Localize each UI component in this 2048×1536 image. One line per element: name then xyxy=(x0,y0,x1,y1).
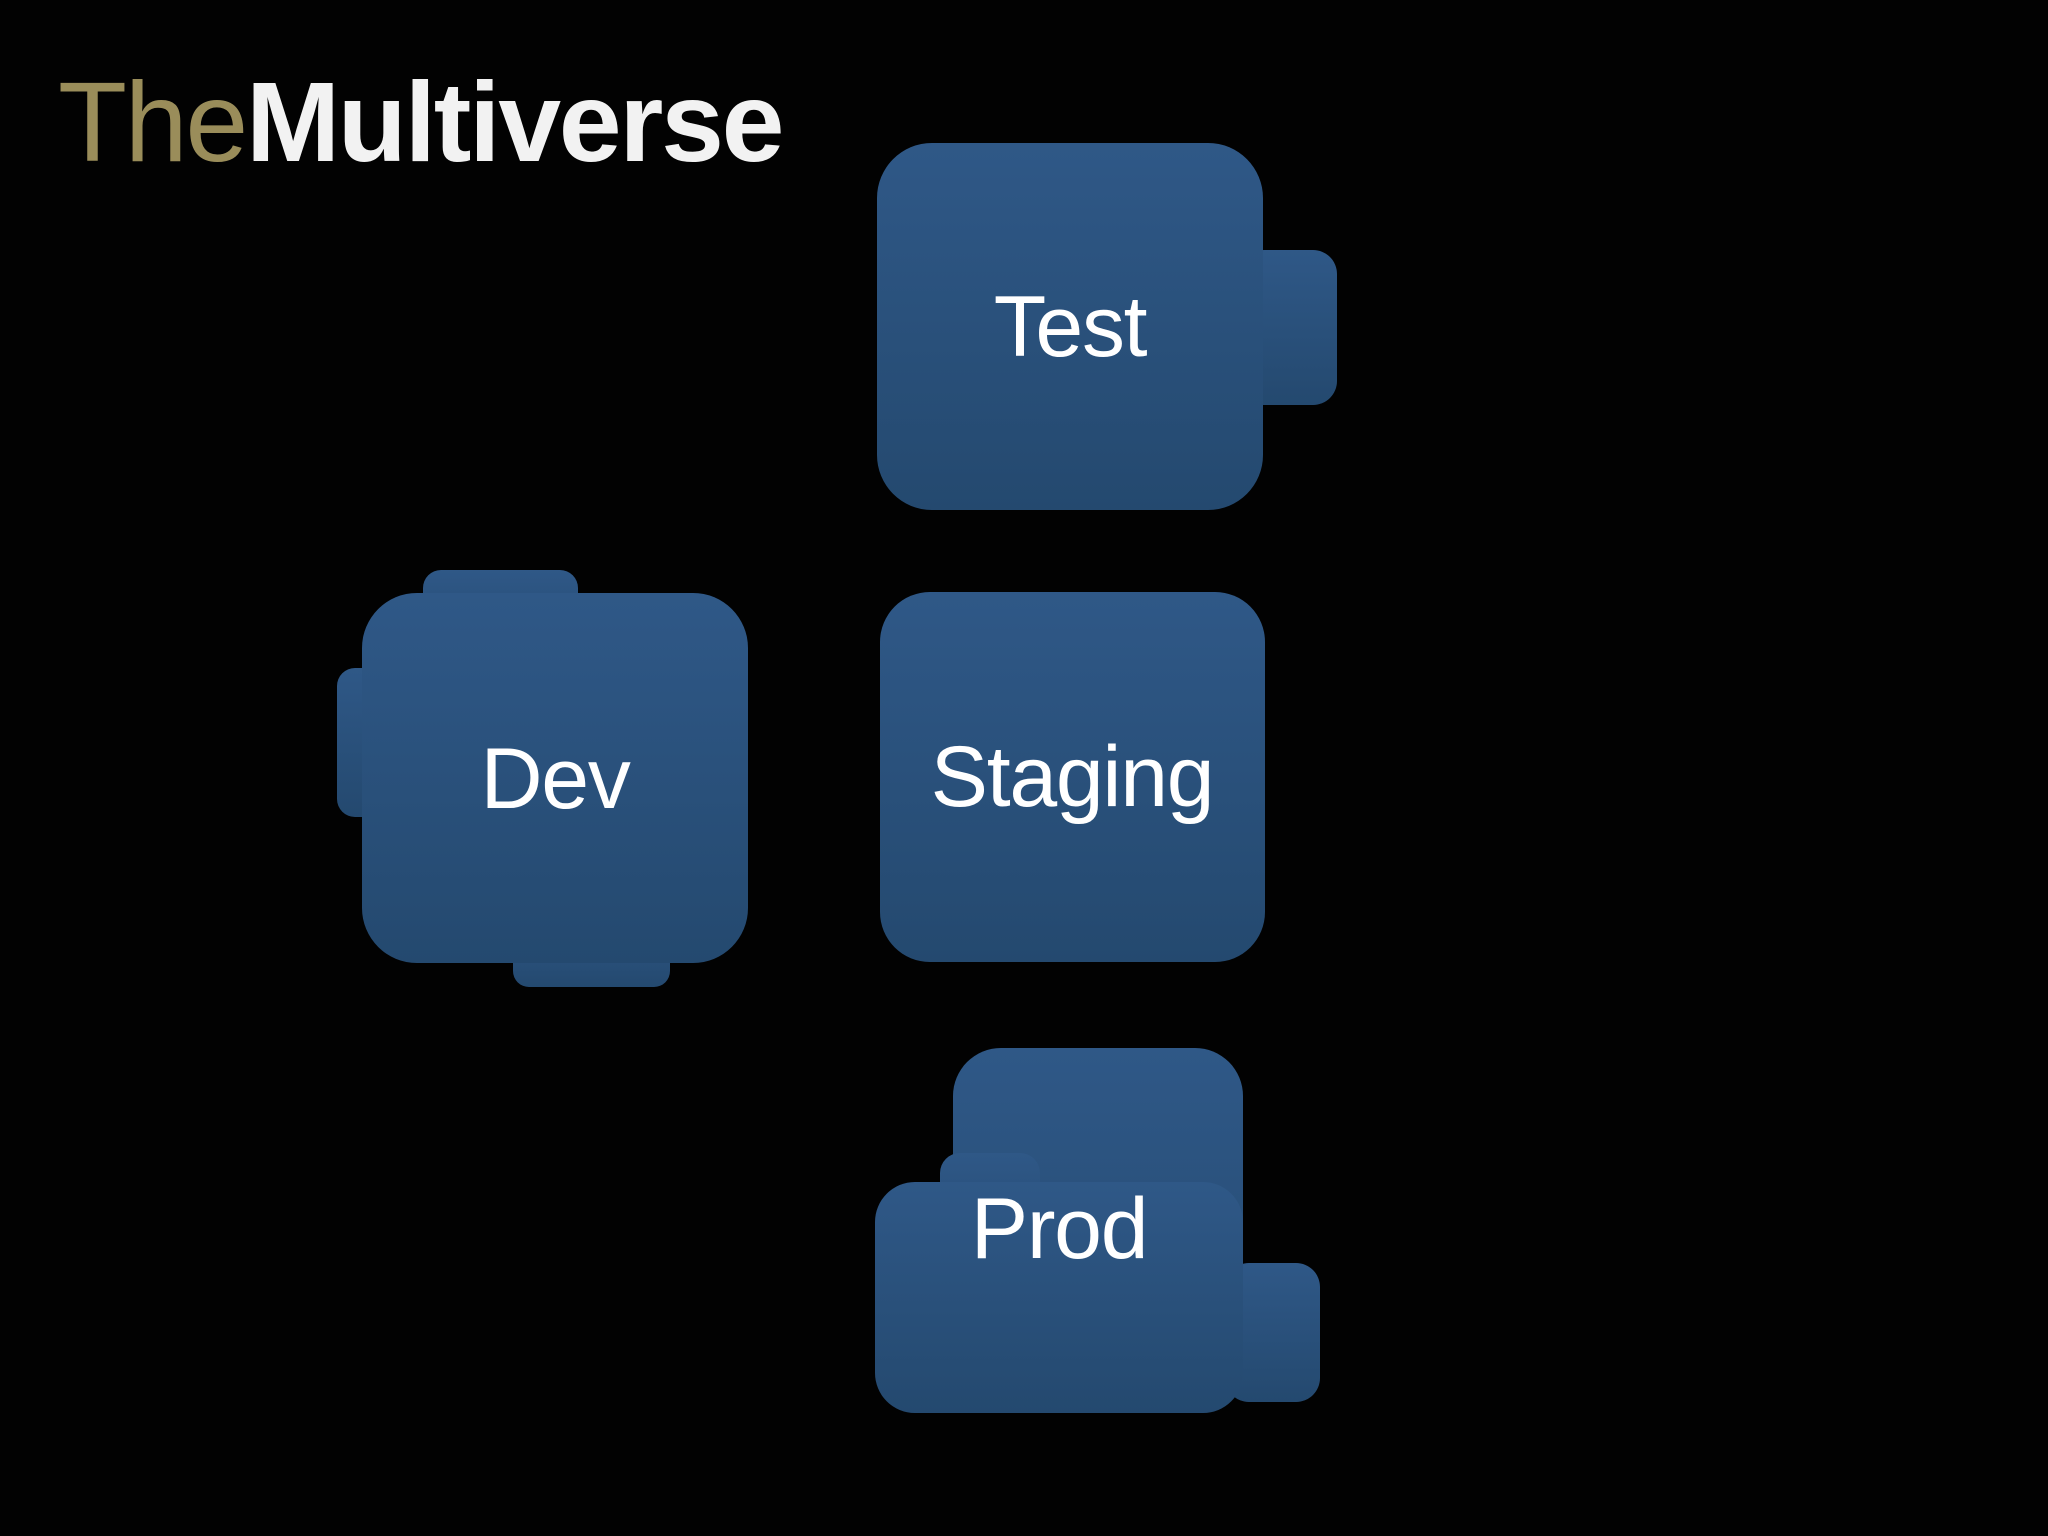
page-title: TheMultiverse xyxy=(58,52,785,193)
test-tab-right xyxy=(1240,250,1337,405)
node-staging: Staging xyxy=(880,592,1265,962)
staging-body xyxy=(880,592,1265,962)
test-shape xyxy=(877,143,1337,510)
node-prod: Prod xyxy=(875,1048,1320,1413)
prod-shape xyxy=(875,1048,1320,1413)
title-prefix: The xyxy=(58,59,248,185)
staging-label: Staging xyxy=(930,729,1215,825)
node-test: Test xyxy=(877,143,1337,510)
test-label: Test xyxy=(993,279,1148,375)
dev-shape xyxy=(337,570,748,987)
prod-body-wide xyxy=(875,1182,1243,1413)
staging-shape xyxy=(880,592,1265,962)
prod-label: Prod xyxy=(970,1181,1149,1277)
dev-label: Dev xyxy=(480,731,630,827)
dev-body xyxy=(362,593,748,963)
prod-tab-right xyxy=(1225,1263,1320,1402)
test-body xyxy=(877,143,1263,510)
title-emphasis: Multiverse xyxy=(245,59,785,185)
node-dev: Dev xyxy=(337,570,748,987)
